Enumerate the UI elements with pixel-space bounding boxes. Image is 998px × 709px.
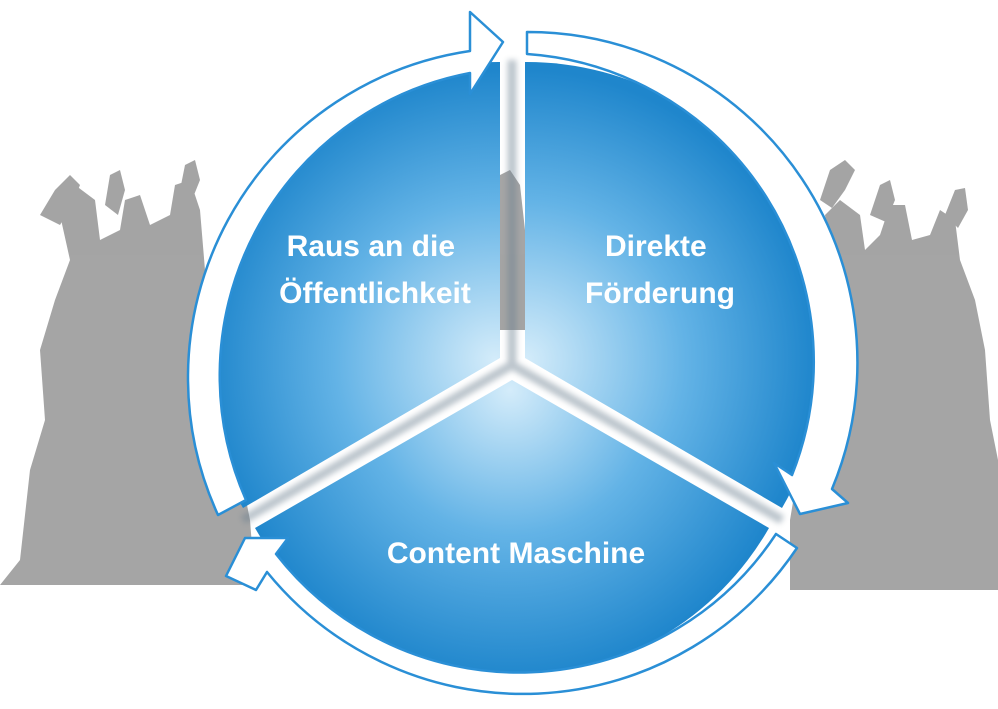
segment-top-left-label: Raus an die Öffentlichkeit: [279, 230, 471, 310]
segment-bottom-line-1: Content Maschine: [387, 537, 645, 570]
segment-top-right-line-2: Förderung: [585, 277, 735, 310]
arrow-to-right-icon: [525, 30, 859, 516]
segment-top-left-line-1: Raus an die: [287, 230, 455, 263]
segment-top-right-label: Direkte Förderung: [585, 230, 735, 310]
segment-bottom-label: Content Maschine: [387, 537, 645, 570]
segment-bottom: [255, 380, 769, 678]
cycle-arrows: [186, 10, 859, 696]
segment-top-right-line-1: Direkte: [605, 230, 707, 263]
crowd-silhouette: [0, 160, 998, 590]
arrow-to-left-icon: [224, 532, 799, 696]
segment-top-left-line-2: Öffentlichkeit: [279, 277, 471, 310]
segment-top-right: [525, 61, 823, 508]
segment-divider-shadows: [240, 60, 785, 524]
arrow-to-top-icon: [186, 10, 505, 517]
